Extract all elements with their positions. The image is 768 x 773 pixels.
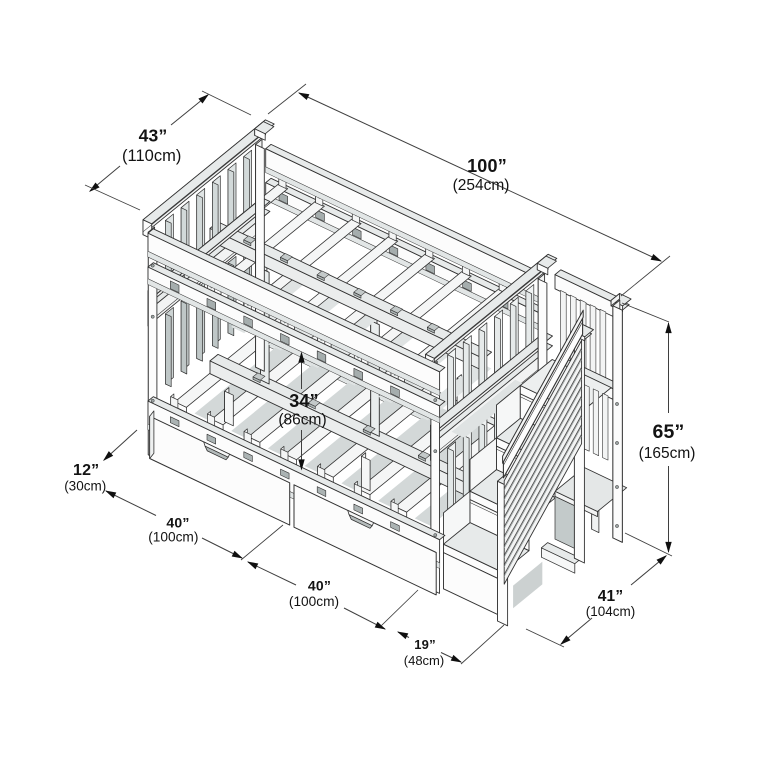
svg-text:43”: 43”	[139, 125, 168, 145]
svg-text:100”: 100”	[467, 156, 507, 176]
svg-text:12”: 12”	[73, 462, 99, 479]
svg-text:(86cm): (86cm)	[278, 412, 326, 429]
svg-text:34”: 34”	[289, 391, 319, 411]
svg-text:(48cm): (48cm)	[404, 653, 444, 668]
svg-text:(30cm): (30cm)	[64, 479, 106, 494]
svg-text:(165cm): (165cm)	[639, 445, 696, 462]
svg-text:19”: 19”	[414, 637, 436, 652]
svg-text:41”: 41”	[598, 588, 624, 605]
svg-text:(100cm): (100cm)	[289, 594, 339, 609]
svg-text:(254cm): (254cm)	[453, 177, 510, 194]
svg-text:40”: 40”	[308, 577, 331, 593]
svg-text:(110cm): (110cm)	[122, 147, 181, 165]
svg-text:65”: 65”	[652, 421, 684, 443]
svg-text:(100cm): (100cm)	[148, 530, 198, 545]
svg-text:(104cm): (104cm)	[586, 604, 636, 619]
svg-text:40”: 40”	[166, 514, 189, 530]
